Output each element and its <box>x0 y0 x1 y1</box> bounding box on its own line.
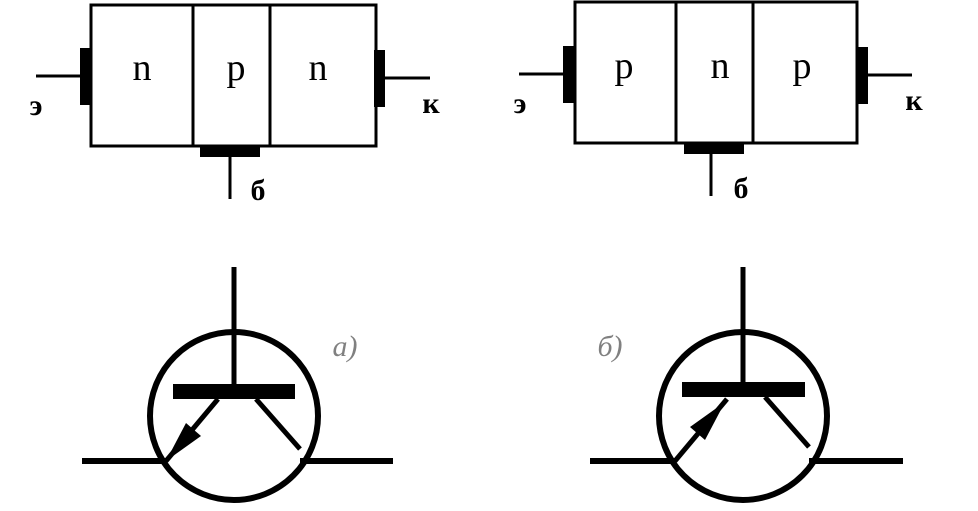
pnp-symbol-collector <box>763 395 811 449</box>
pnp-emitter-contact <box>563 46 575 103</box>
pnp-symbol-emitter-arrow <box>690 402 725 440</box>
pnp-collector-label: к <box>905 84 923 117</box>
npn-symbol-base-bar <box>173 384 295 399</box>
pnp-structure: p n p э к б <box>514 0 923 205</box>
pnp-region-2-label: n <box>711 45 730 87</box>
npn-symbol: а) <box>82 267 393 503</box>
pnp-symbol: б) <box>590 267 903 503</box>
npn-region-3-label: n <box>309 47 328 89</box>
npn-emitter-label: э <box>30 89 43 122</box>
npn-symbol-caption: а) <box>333 330 358 363</box>
npn-collector-contact <box>374 50 385 107</box>
pnp-symbol-base-bar <box>682 382 805 397</box>
npn-emitter-contact <box>80 48 92 105</box>
pnp-collector-contact <box>857 47 868 104</box>
npn-collector-label: к <box>422 87 440 120</box>
pnp-region-3-label: p <box>793 45 812 87</box>
npn-symbol-emitter-arrow <box>166 423 201 461</box>
npn-base-contact <box>200 146 260 157</box>
npn-base-label: б <box>251 174 266 207</box>
pnp-base-contact <box>684 143 744 154</box>
npn-symbol-collector <box>254 397 302 451</box>
pnp-emitter-label: э <box>514 87 527 120</box>
npn-region-2-label: p <box>227 47 246 89</box>
pnp-region-1-label: p <box>615 45 634 87</box>
npn-structure: n p n э к б <box>30 3 440 207</box>
pnp-symbol-caption: б) <box>597 330 622 363</box>
pnp-base-label: б <box>734 172 749 205</box>
npn-region-1-label: n <box>133 47 152 89</box>
